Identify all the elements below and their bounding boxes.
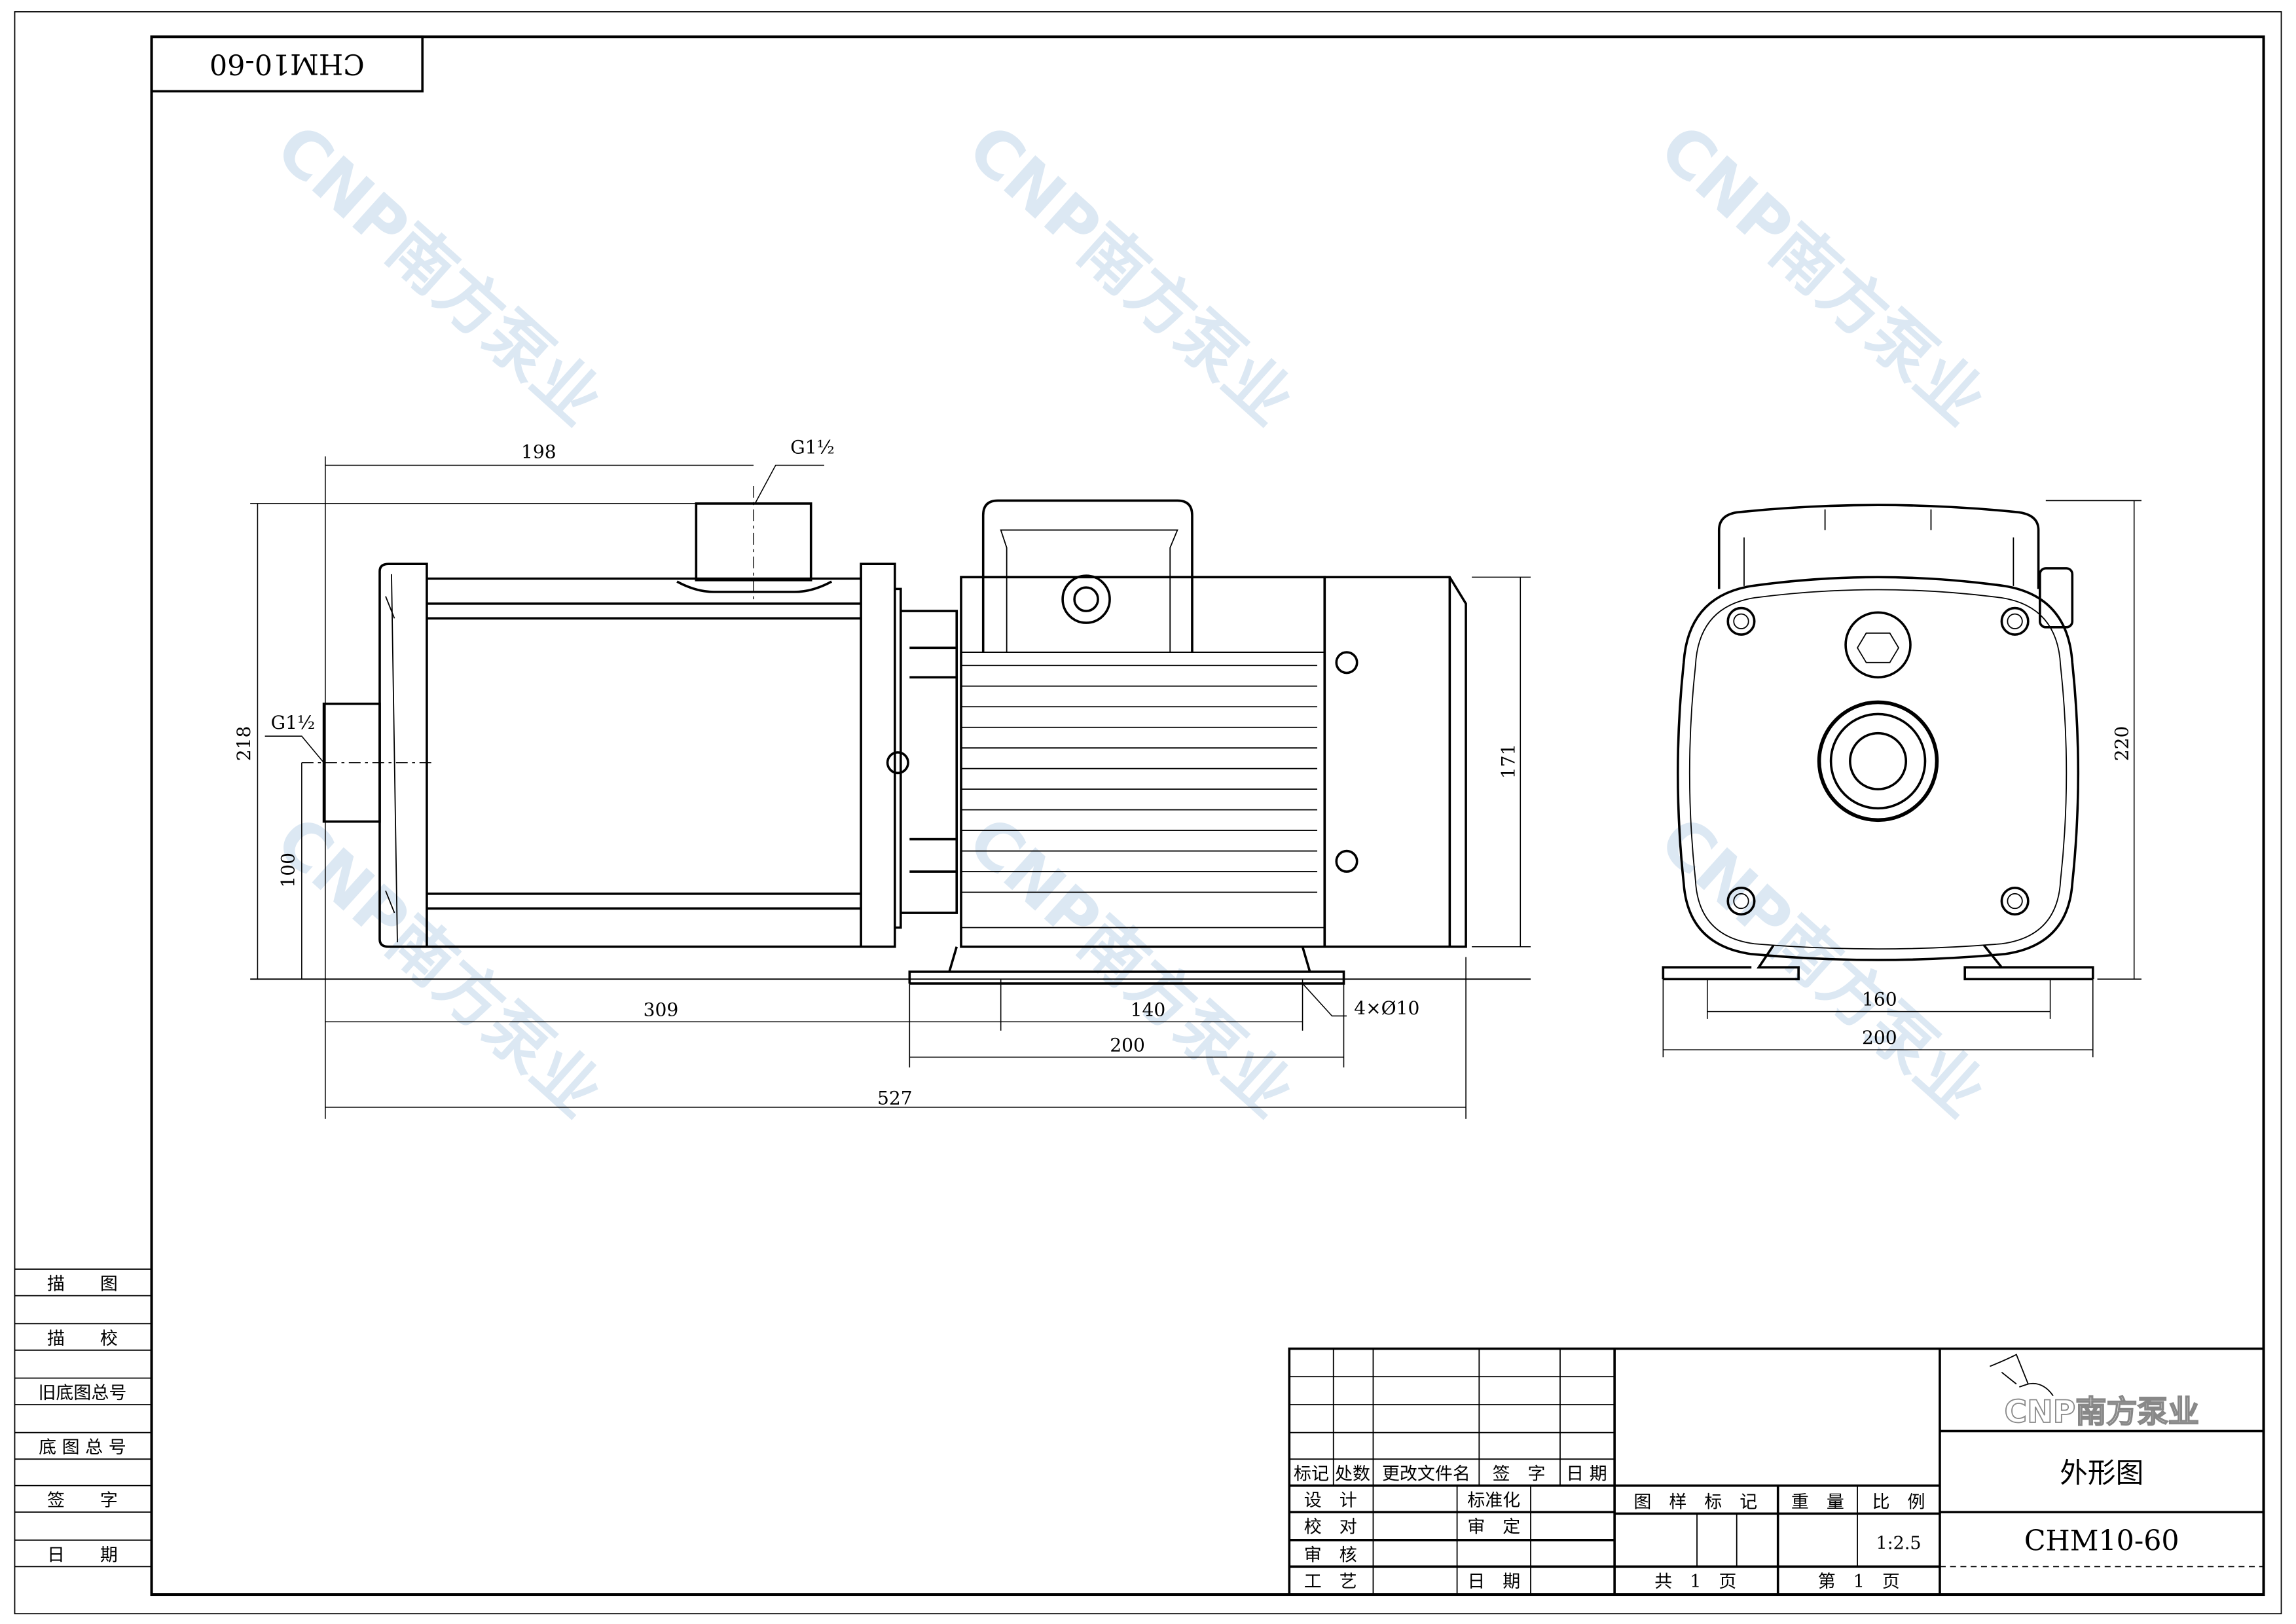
cnp-logo: CNP南方泵业 <box>1990 1354 2200 1431</box>
pump-end-body <box>1677 576 2080 961</box>
motor-end-cover <box>1323 576 1467 948</box>
left-label: 旧底图总号 <box>38 1383 126 1403</box>
dim-218: 218 <box>233 726 255 762</box>
rev-header: 更改文件名 <box>1382 1464 1470 1485</box>
role-label: 日 期 <box>1467 1572 1520 1592</box>
role-label: 标准化 <box>1467 1490 1520 1511</box>
dim-200-end: 200 <box>1862 1027 1897 1048</box>
title-block: 标记 处数 更改文件名 签 字 日 期 设 计 校 对 审 核 工 艺 标准化 … <box>1288 1347 2265 1596</box>
side-view: 198 G1½ G1½ 218 100 171 309 140 200 527 … <box>233 437 1531 1119</box>
left-label: 签 字 <box>47 1490 118 1511</box>
screw-icon <box>2000 886 2030 916</box>
left-label: 描 图 <box>47 1274 118 1295</box>
role-label: 审 定 <box>1467 1517 1520 1538</box>
rev-header: 日 期 <box>1566 1464 1607 1485</box>
model-number: CHM10-60 <box>2024 1525 2179 1558</box>
dim-220: 220 <box>2111 726 2133 762</box>
motor-flange <box>860 563 902 948</box>
rev-header: 处数 <box>1335 1464 1370 1485</box>
dim-140: 140 <box>1131 999 1166 1020</box>
inner-frame <box>150 35 2265 1596</box>
outer-frame <box>14 11 2282 1615</box>
rev-header: 标记 <box>1294 1464 1329 1485</box>
rev-header: 签 字 <box>1493 1464 1546 1485</box>
dim-527: 527 <box>877 1087 913 1109</box>
priming-plug <box>1844 611 1912 679</box>
dim-171: 171 <box>1497 744 1519 779</box>
dim-309: 309 <box>644 999 679 1020</box>
watermark: CNP南方泵业 <box>262 110 615 439</box>
cable-gland <box>1061 574 1111 624</box>
mirrored-code-box <box>150 35 424 93</box>
mount-holes-label: 4×Ø10 <box>1354 997 1419 1019</box>
total-pages: 共 1 页 <box>1654 1572 1736 1592</box>
role-label: 工 艺 <box>1304 1572 1357 1592</box>
dimension-lines <box>250 456 1531 1119</box>
weight-label: 重 量 <box>1791 1492 1844 1512</box>
end-dimension-lines <box>1662 500 2141 1058</box>
screw-icon <box>2000 606 2030 636</box>
terminal-box-top <box>1717 504 2040 589</box>
mounting-feet <box>908 946 1345 985</box>
drawing-title: 外形图 <box>2060 1457 2143 1490</box>
brand-logo-text: CNP南方泵业 <box>2004 1394 2199 1430</box>
page-number: 第 1 页 <box>1818 1572 1900 1592</box>
left-label: 描 校 <box>47 1329 118 1349</box>
mounting-feet <box>1662 944 2094 980</box>
mirrored-code: CHM10-60 <box>210 47 365 80</box>
end-view: 220 160 200 <box>1662 500 2141 1058</box>
left-label: 日 期 <box>47 1545 118 1565</box>
cable-gland <box>2039 567 2074 629</box>
role-label: 校 对 <box>1304 1517 1357 1538</box>
left-label: 底 图 总 号 <box>39 1437 126 1458</box>
screw-icon <box>1335 849 1358 873</box>
dim-200: 200 <box>1110 1034 1145 1056</box>
role-label: 审 核 <box>1304 1545 1357 1565</box>
dim-100: 100 <box>278 853 299 888</box>
outlet-port-end <box>1817 700 1939 822</box>
watermark: CNP南方泵业 <box>1645 110 1999 439</box>
terminal-box <box>981 499 1194 653</box>
screw-icon <box>1726 606 1756 636</box>
inlet-thread-label: G1½ <box>271 712 316 733</box>
scale-value: 1:2.5 <box>1876 1533 1921 1553</box>
screw-icon <box>1335 651 1358 674</box>
dim-160: 160 <box>1862 989 1897 1010</box>
left-column-table: 描 图 描 校 旧底图总号 底 图 总 号 签 字 日 期 <box>14 1268 152 1568</box>
ratio-label: 比 例 <box>1872 1492 1925 1512</box>
dim-198: 198 <box>521 441 556 462</box>
watermark: CNP南方泵业 <box>953 110 1307 439</box>
watermark: CNP南方泵业 <box>953 802 1307 1132</box>
screw-icon <box>1726 886 1756 916</box>
watermark: CNP南方泵业 <box>262 802 615 1132</box>
outlet-thread-label: G1½ <box>790 437 835 458</box>
sample-mark-label: 图 样 标 记 <box>1633 1492 1757 1512</box>
cooling-fins <box>960 652 1325 929</box>
role-label: 设 计 <box>1304 1490 1357 1511</box>
